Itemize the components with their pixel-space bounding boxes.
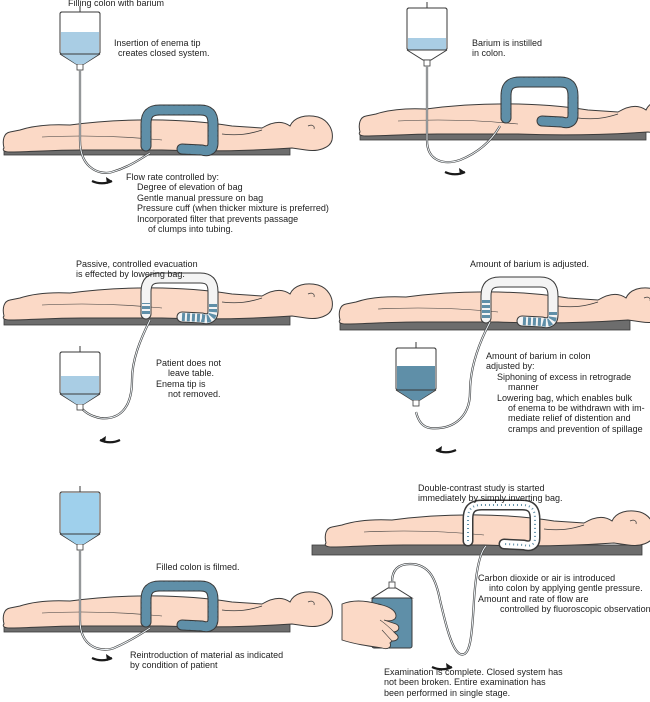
flow-item: of clumps into tubing. xyxy=(148,224,234,235)
note-line: creates closed system. xyxy=(118,48,210,59)
enema-bag-icon xyxy=(59,485,101,551)
note-line: in colon. xyxy=(472,48,506,59)
flow-arrow-icon xyxy=(98,434,122,445)
hand-icon xyxy=(341,600,400,650)
panel-6-detail: Carbon dioxide or air is introduced into… xyxy=(478,573,650,615)
flow-heading: Flow rate controlled by: xyxy=(126,172,220,182)
flow-arrow-icon xyxy=(90,175,114,186)
note-line: by condition of patient xyxy=(130,660,218,671)
panel-6-footer: Examination is complete. Closed system h… xyxy=(384,667,563,698)
flow-arrow-icon xyxy=(434,444,458,455)
flow-item: Gentle manual pressure on bag xyxy=(137,192,264,203)
panel-2-instilled xyxy=(358,1,650,177)
note-line: Reintroduction of material as indicated xyxy=(130,650,284,660)
colon-shape xyxy=(462,499,541,552)
panel-1-filling xyxy=(2,5,333,186)
detail-line: mediate relief of distention and xyxy=(508,413,631,424)
flow-arrow-icon xyxy=(90,652,114,663)
panel-5-note: Filled colon is filmed. xyxy=(156,562,240,572)
detail-line: into colon by applying gentle pressure. xyxy=(489,583,643,594)
panel-6-double-contrast xyxy=(311,499,650,672)
detail-line: manner xyxy=(508,382,539,393)
footer-line: been performed in single stage. xyxy=(384,687,511,698)
enema-bag-icon xyxy=(395,341,437,407)
panel-3-evacuation xyxy=(2,278,333,445)
panel-1-note: Insertion of enema tip creates closed sy… xyxy=(114,38,210,59)
title-line: immediately by simply inverting bag. xyxy=(418,493,563,504)
patient-figure xyxy=(338,287,650,325)
flow-item: Pressure cuff (when thicker mixture is p… xyxy=(137,203,329,214)
detail-line: cramps and prevention of spillage xyxy=(508,423,643,434)
flow-item: Degree of elevation of bag xyxy=(137,182,243,193)
flow-arrow-icon xyxy=(443,166,467,177)
detail-line: Amount of barium in colon xyxy=(486,351,591,361)
note-line: Passive, controlled evacuation xyxy=(76,259,198,269)
patient-figure xyxy=(2,283,333,321)
panel-4-title: Amount of barium is adjusted. xyxy=(470,259,590,269)
panel-1-title: Filling colon with barium xyxy=(68,0,165,8)
detail-line: of enema to be withdrawn with im- xyxy=(508,403,645,414)
panel-4-adjusted xyxy=(338,282,650,455)
detail-line: Amount and rate of flow are xyxy=(478,593,589,604)
title-line: Double-contrast study is started xyxy=(418,483,545,493)
detail-line: Siphoning of excess in retrograde xyxy=(497,371,632,382)
panel-6-title: Double-contrast study is started immedia… xyxy=(418,483,563,504)
footer-line: Examination is complete. Closed system h… xyxy=(384,667,563,677)
detail-line: adjusted by: xyxy=(486,361,535,372)
flow-item: Incorporated filter that prevents passag… xyxy=(137,213,299,224)
note-line: is effected by lowering bag. xyxy=(76,269,185,280)
panel-3-note: Passive, controlled evacuation is effect… xyxy=(76,259,198,280)
detail-line: controlled by fluoroscopic observation. xyxy=(500,604,650,615)
panel-5-filmed xyxy=(2,485,333,663)
panel-3-side-note: Patient does not leave table. Enema tip … xyxy=(156,358,221,400)
note-line: Enema tip is xyxy=(156,378,206,389)
panel-1-flow-list: Flow rate controlled by: Degree of eleva… xyxy=(126,172,329,234)
note-line: not removed. xyxy=(168,389,221,400)
footer-line: not been broken. Entire examination has xyxy=(384,677,546,688)
patient-figure xyxy=(2,591,333,629)
enema-bag-icon xyxy=(406,1,448,67)
note-line: Barium is instilled xyxy=(472,38,543,48)
patient-figure xyxy=(324,510,650,548)
detail-line: Lowering bag, which enables bulk xyxy=(497,392,633,403)
enema-bag-icon xyxy=(59,345,101,411)
panel-5-bottom-note: Reintroduction of material as indicated … xyxy=(130,650,283,671)
note-line: Patient does not xyxy=(156,358,222,368)
detail-line: Carbon dioxide or air is introduced xyxy=(478,573,616,583)
note-line: leave table. xyxy=(168,368,215,379)
panel-2-note: Barium is instilled in colon. xyxy=(472,38,542,59)
panel-4-detail: Amount of barium in colon adjusted by: S… xyxy=(486,351,645,434)
note-line: Insertion of enema tip xyxy=(114,38,201,48)
patient-figure xyxy=(2,115,333,153)
enema-bag-icon xyxy=(59,5,101,71)
